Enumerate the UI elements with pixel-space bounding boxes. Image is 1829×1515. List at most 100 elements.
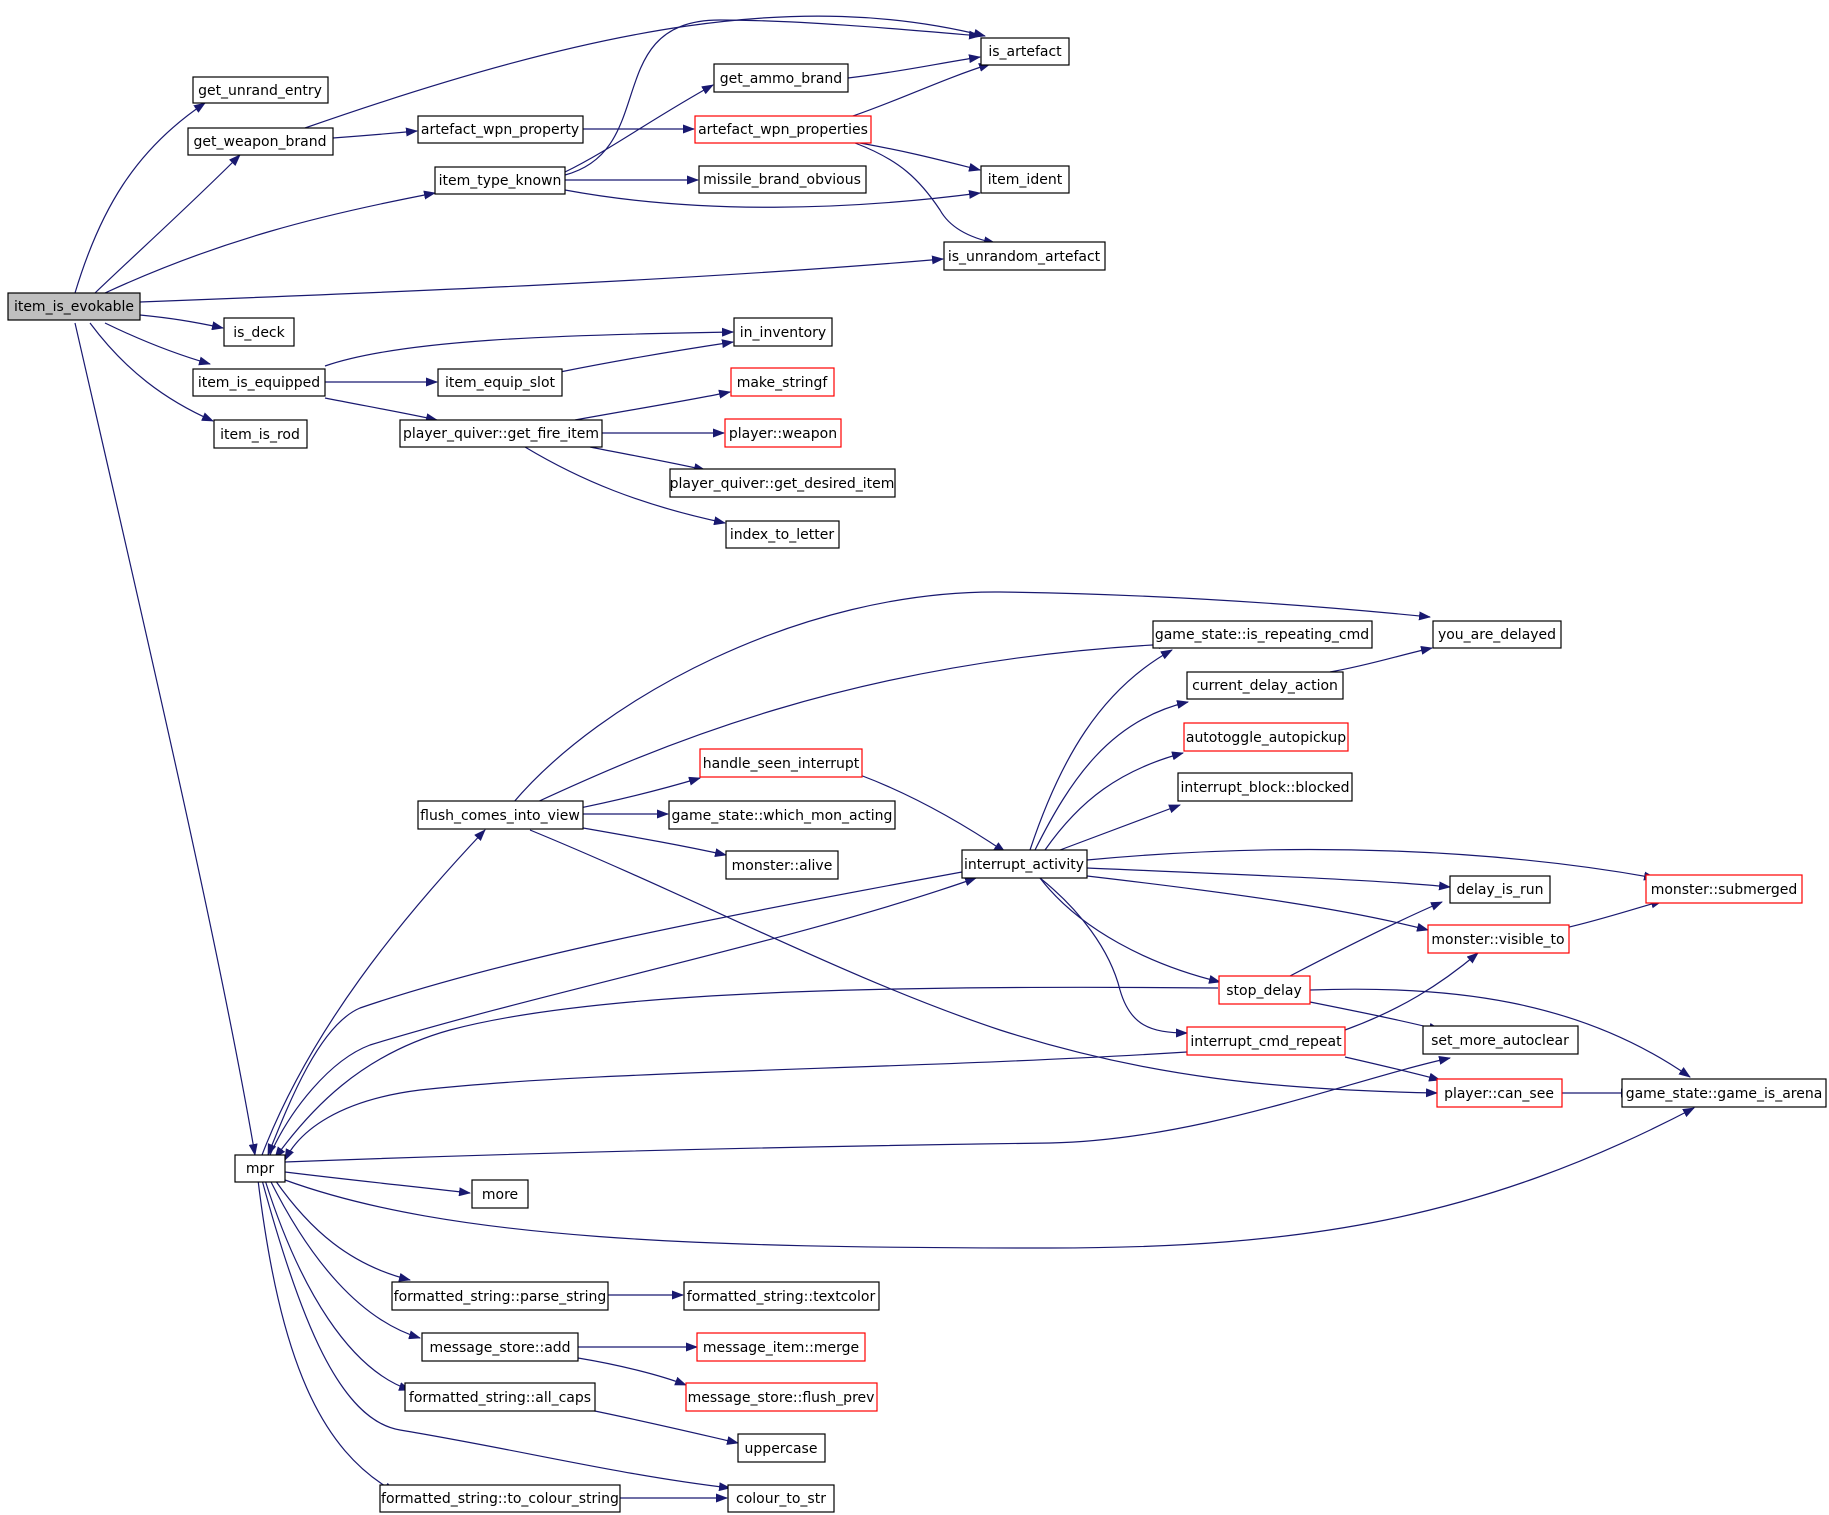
- node-uppercase[interactable]: uppercase: [737, 1433, 826, 1463]
- node-label: make_stringf: [737, 375, 829, 391]
- node-label: you_are_delayed: [1438, 627, 1556, 643]
- edge-ammo-isart: [847, 54, 981, 79]
- node-stop-delay[interactable]: stop_delay: [1218, 975, 1311, 1005]
- node-item-type-known[interactable]: item_type_known: [434, 166, 566, 195]
- node-label: is_deck: [233, 325, 285, 341]
- node-label: message_store::flush_prev: [688, 1390, 875, 1406]
- node-label: colour_to_str: [736, 1491, 826, 1507]
- edge-fciv-gsrep: [534, 640, 1171, 804]
- node-get-unrand-entry[interactable]: get_unrand_entry: [192, 76, 329, 104]
- node-colour-to-str[interactable]: colour_to_str: [727, 1484, 835, 1513]
- edge-mpr-ia: [269, 877, 977, 1156]
- node-missile-brand-obvious[interactable]: missile_brand_obvious: [698, 165, 867, 194]
- node-is-artefact[interactable]: is_artefact: [980, 37, 1070, 66]
- node-get-weapon-brand[interactable]: get_weapon_brand: [187, 127, 334, 156]
- edge-icr-vis: [1344, 952, 1479, 1031]
- edge-mpr-fsps: [274, 1179, 411, 1282]
- node-label: player_quiver::get_fire_item: [403, 426, 599, 442]
- node-you-are-delayed[interactable]: you_are_delayed: [1432, 620, 1562, 649]
- node-label: player::can_see: [1444, 1086, 1554, 1102]
- node-is-deck[interactable]: is_deck: [223, 317, 295, 347]
- edge-equipped-gfi: [324, 397, 438, 423]
- node-label: current_delay_action: [1192, 678, 1338, 694]
- node-get-fire-item[interactable]: player_quiver::get_fire_item: [399, 419, 603, 448]
- node-textcolor[interactable]: formatted_string::textcolor: [683, 1281, 880, 1311]
- node-label: player_quiver::get_desired_item: [670, 476, 895, 492]
- node-index-to-letter[interactable]: index_to_letter: [725, 520, 840, 549]
- edge-mpr-arena: [284, 1107, 1695, 1249]
- edge-fciv-delayed: [512, 591, 1431, 804]
- node-is-repeating-cmd[interactable]: game_state::is_repeating_cmd: [1152, 620, 1373, 649]
- node-game-is-arena[interactable]: game_state::game_is_arena: [1621, 1078, 1827, 1108]
- node-label: index_to_letter: [730, 527, 834, 543]
- node-label: handle_seen_interrupt: [703, 756, 860, 772]
- node-item-is-rod[interactable]: item_is_rod: [213, 419, 308, 449]
- node-make-stringf[interactable]: make_stringf: [730, 367, 835, 397]
- node-get-ammo-brand[interactable]: get_ammo_brand: [713, 63, 849, 93]
- node-item-is-equipped[interactable]: item_is_equipped: [192, 368, 326, 397]
- edge-ia-ibb: [1059, 804, 1181, 851]
- node-label: get_unrand_entry: [198, 83, 322, 99]
- node-to-colour-string[interactable]: formatted_string::to_colour_string: [379, 1484, 621, 1513]
- node-more[interactable]: more: [471, 1179, 529, 1209]
- node-label: mpr: [246, 1161, 275, 1177]
- node-label: interrupt_block::blocked: [1180, 780, 1349, 796]
- node-artefact-wpn-properties[interactable]: artefact_wpn_properties: [694, 115, 872, 144]
- node-label: interrupt_activity: [964, 857, 1084, 873]
- node-label: message_item::merge: [703, 1340, 859, 1356]
- node-player-weapon[interactable]: player::weapon: [724, 418, 842, 448]
- node-current-delay-action[interactable]: current_delay_action: [1186, 671, 1344, 700]
- node-flush-comes-into-view[interactable]: flush_comes_into_view: [417, 800, 584, 830]
- node-all-caps[interactable]: formatted_string::all_caps: [404, 1382, 596, 1412]
- edge-stop-arena: [1309, 988, 1691, 1078]
- node-label: formatted_string::textcolor: [687, 1289, 876, 1305]
- node-get-desired-item[interactable]: player_quiver::get_desired_item: [669, 468, 896, 498]
- node-interrupt-block-blocked[interactable]: interrupt_block::blocked: [1177, 772, 1353, 802]
- edge-awprops-isart: [849, 63, 991, 118]
- node-interrupt-cmd-repeat[interactable]: interrupt_cmd_repeat: [1186, 1026, 1346, 1056]
- node-label: artefact_wpn_properties: [698, 122, 868, 138]
- edge-mpr-fciv: [261, 829, 486, 1156]
- edge-fsac-upper: [579, 1407, 739, 1445]
- node-in-inventory[interactable]: in_inventory: [733, 317, 833, 347]
- edge-ia-vis: [1086, 875, 1429, 932]
- node-interrupt-activity[interactable]: interrupt_activity: [961, 849, 1088, 879]
- edge-ia-cda: [1034, 700, 1189, 851]
- node-label: interrupt_cmd_repeat: [1190, 1034, 1342, 1050]
- node-mpr[interactable]: mpr: [234, 1154, 286, 1183]
- node-label: item_equip_slot: [445, 375, 556, 391]
- edge-stop-mpr: [274, 986, 1219, 1159]
- edge-mpr-fsac: [264, 1179, 411, 1391]
- node-label: formatted_string::parse_string: [394, 1289, 607, 1305]
- edge-ia-autop: [1044, 751, 1184, 851]
- node-label: item_is_rod: [220, 427, 300, 443]
- node-autotoggle-autopickup[interactable]: autotoggle_autopickup: [1183, 722, 1349, 752]
- node-player-can-see[interactable]: player::can_see: [1436, 1078, 1563, 1108]
- edge-fciv-hsi: [569, 776, 701, 811]
- edge-evokable-weaponbrand: [94, 154, 241, 294]
- node-message-store-add[interactable]: message_store::add: [421, 1332, 579, 1362]
- edge-hsi-ia: [859, 774, 1006, 853]
- node-handle-seen-interrupt[interactable]: handle_seen_interrupt: [699, 748, 863, 778]
- node-parse-string[interactable]: formatted_string::parse_string: [391, 1281, 609, 1311]
- node-label: more: [482, 1187, 518, 1203]
- node-monster-visible-to[interactable]: monster::visible_to: [1427, 924, 1570, 954]
- node-item-is-evokable[interactable]: item_is_evokable: [7, 292, 141, 321]
- node-item-equip-slot[interactable]: item_equip_slot: [437, 368, 563, 397]
- edge-ia-stop: [1039, 877, 1221, 984]
- edge-stop-sma: [1309, 1001, 1441, 1032]
- node-delay-is-run[interactable]: delay_is_run: [1449, 875, 1551, 904]
- node-message-store-flush-prev[interactable]: message_store::flush_prev: [685, 1382, 878, 1412]
- node-item-ident[interactable]: item_ident: [980, 165, 1070, 194]
- node-is-unrandom-artefact[interactable]: is_unrandom_artefact: [943, 241, 1106, 271]
- node-set-more-autoclear[interactable]: set_more_autoclear: [1422, 1025, 1579, 1055]
- node-label: in_inventory: [740, 325, 826, 341]
- node-message-item-merge[interactable]: message_item::merge: [696, 1332, 866, 1362]
- edge-evokable-equipped: [104, 322, 211, 366]
- node-monster-alive[interactable]: monster::alive: [725, 850, 839, 880]
- node-monster-submerged[interactable]: monster::submerged: [1645, 874, 1803, 904]
- node-artefact-wpn-property[interactable]: artefact_wpn_property: [417, 115, 584, 144]
- node-label: formatted_string::to_colour_string: [381, 1491, 619, 1507]
- edge-ia-subm: [1086, 848, 1656, 881]
- node-which-mon-acting[interactable]: game_state::which_mon_acting: [668, 800, 896, 830]
